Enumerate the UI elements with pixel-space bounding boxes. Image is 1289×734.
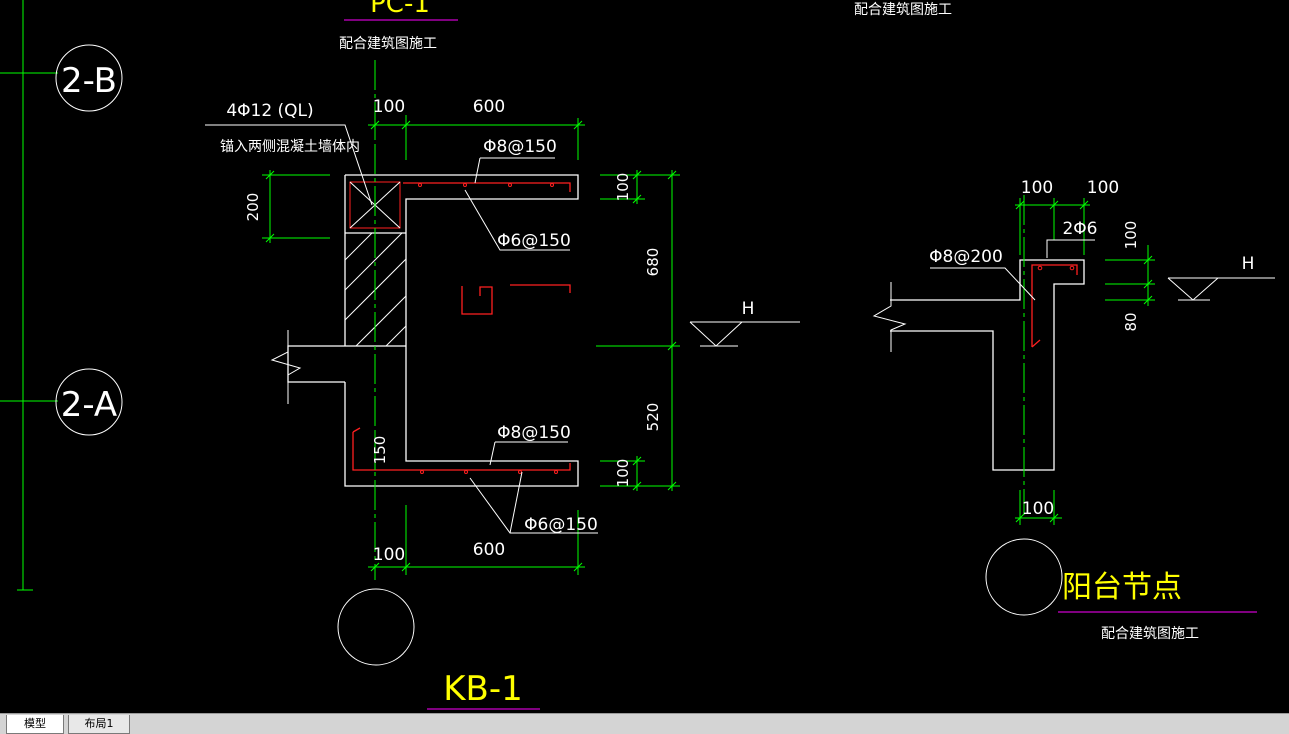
cad-drawing-canvas[interactable]: 2-B 2-A PC-1 配合建筑图施工 配合建筑图施工 xyxy=(0,0,1289,713)
dim-100-bottom: 100 xyxy=(373,545,405,565)
break-line-balcony xyxy=(872,282,907,352)
dim-520: 520 xyxy=(644,403,662,432)
rebar-bot-slab-label: Φ8@150 xyxy=(497,423,571,443)
balcony-dim-100-bottom: 100 xyxy=(1022,499,1054,519)
note-cooperate-right-top: 配合建筑图施工 xyxy=(854,2,952,18)
axis-grid xyxy=(0,0,58,591)
dim-680: 680 xyxy=(644,248,662,277)
balcony-leaders xyxy=(930,239,1095,301)
balcony-rebar-main-label: Φ8@200 xyxy=(929,247,1003,267)
rebar-top-slab-label: Φ8@150 xyxy=(483,137,557,157)
tab-layout1[interactable]: 布局1 xyxy=(68,715,130,734)
ql-label: 4Φ12 (QL) xyxy=(226,101,313,121)
kb1-dims xyxy=(262,115,680,575)
dim-600-bottom: 600 xyxy=(473,540,505,560)
balcony-rebar xyxy=(1031,264,1078,348)
axis-bubble-2b: 2-B xyxy=(55,44,123,112)
axis-label-2a: 2-A xyxy=(61,385,117,425)
level-marker-balcony xyxy=(1167,277,1275,301)
balcony-axis-bubble xyxy=(985,538,1063,616)
balcony-rebar-2-label: 2Φ6 xyxy=(1062,219,1097,239)
tab-model[interactable]: 模型 xyxy=(6,715,64,734)
rebar-bot-dist-label: Φ6@150 xyxy=(524,515,598,535)
balcony-rebar-dots xyxy=(1037,265,1075,271)
dim-100-right-top: 100 xyxy=(614,173,632,202)
axis-bubble-2a: 2-A xyxy=(55,368,123,436)
dim-200-left: 200 xyxy=(244,193,262,222)
kb1-title: KB-1 xyxy=(443,669,523,709)
anchor-note: 锚入两侧混凝土墙体内 xyxy=(220,139,360,155)
balcony-dim-100-b: 100 xyxy=(1087,178,1119,198)
balcony-dim-100-v: 100 xyxy=(1122,221,1140,250)
layout-tab-bar: 模型 布局1 xyxy=(0,713,1289,734)
axis-label-2b: 2-B xyxy=(61,61,117,101)
note-cooperate-top: 配合建筑图施工 xyxy=(339,36,437,52)
note-cooperate-right: 配合建筑图施工 xyxy=(1101,626,1199,642)
dim-100-top: 100 xyxy=(373,97,405,117)
rebar-dots xyxy=(418,183,558,474)
level-marker-mid xyxy=(689,321,800,347)
level-h-mid-label: H xyxy=(742,299,755,319)
dim-100-right-bot: 100 xyxy=(614,459,632,488)
balcony-dim-80: 80 xyxy=(1122,312,1140,331)
balcony-section-outline xyxy=(890,259,1085,471)
kb1-axis-bubble xyxy=(337,588,415,666)
wall-hatch xyxy=(344,232,407,347)
balcony-title: 阳台节点 xyxy=(1062,570,1182,605)
rebar-top-dist-label: Φ6@150 xyxy=(497,231,571,251)
balcony-level-h-label: H xyxy=(1242,254,1255,274)
break-line-left xyxy=(270,330,302,404)
dim-150: 150 xyxy=(371,436,389,465)
pc-title-clipped: PC-1 xyxy=(370,0,430,19)
balcony-dims xyxy=(1015,198,1155,525)
balcony-dim-100-a: 100 xyxy=(1021,178,1053,198)
kb1-leaders xyxy=(205,124,598,534)
kb1-rebar xyxy=(352,182,571,471)
dim-600-top: 600 xyxy=(473,97,505,117)
